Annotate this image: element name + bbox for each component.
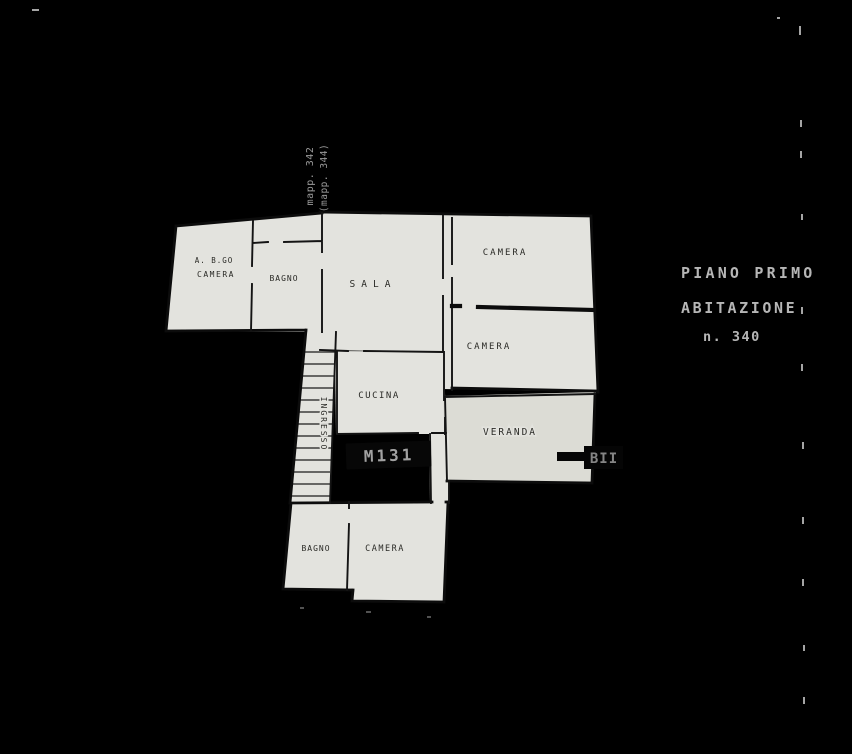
scan-tick xyxy=(802,442,804,449)
stamp-right-background xyxy=(584,446,623,469)
scan-tick xyxy=(800,151,802,158)
room-label-camera-east: CAMERA xyxy=(467,342,512,352)
room-label-bagno-south: BAGNO xyxy=(301,544,330,553)
scan-tick xyxy=(799,26,801,35)
scan-tick xyxy=(803,697,805,704)
floor-plan-fills xyxy=(166,212,598,602)
title-parcel-number: n. 340 xyxy=(703,329,761,345)
scan-speck xyxy=(300,607,304,609)
room-label-veranda: VERANDA xyxy=(483,427,537,438)
room-label-camera-nw-line2: CAMERA xyxy=(197,270,235,279)
title-use: ABITAZIONE xyxy=(681,299,797,317)
map-ref-bottom: (mapp. 344) xyxy=(319,144,330,212)
room-label-camera-nw-line1: A. B.GO xyxy=(195,256,234,265)
room-label-cucina: CUCINA xyxy=(358,391,400,401)
scan-tick xyxy=(801,307,803,314)
scan-tick xyxy=(801,364,803,371)
room-main-block-floor xyxy=(320,212,598,392)
scan-tick xyxy=(802,517,804,524)
outer-walls xyxy=(164,210,600,604)
stamps: M131 BII xyxy=(345,440,623,470)
floor-plan-walls xyxy=(164,210,600,604)
inner-walls xyxy=(250,212,596,591)
room-label-camera-south: CAMERA xyxy=(365,544,405,554)
room-south-block-floor xyxy=(283,502,448,602)
scan-speck xyxy=(777,17,780,19)
scan-tick xyxy=(802,579,804,586)
scan-tick xyxy=(800,120,802,127)
scan-speck xyxy=(366,611,371,613)
room-labels: A. B.GO CAMERA BAGNO SALA CAMERA CAMERA … xyxy=(193,247,537,556)
map-reference-labels: mapp. 342 (mapp. 344) xyxy=(305,144,330,212)
stamp-main-text: M131 xyxy=(363,445,414,466)
stamp-right-smear xyxy=(557,452,585,461)
scan-artifacts xyxy=(32,9,805,704)
stamp-main: M131 xyxy=(345,440,432,470)
room-cucina-floor xyxy=(335,351,446,434)
title-floor: PIANO PRIMO xyxy=(681,264,816,282)
stamp-right-text: BII xyxy=(590,451,618,467)
room-label-sala: SALA xyxy=(350,279,397,290)
stamp-main-background xyxy=(345,440,432,470)
stair-treads xyxy=(292,351,335,497)
room-label-ingresso: INGRESSO xyxy=(319,397,328,452)
room-label-camera-ne: CAMERA xyxy=(483,248,528,258)
scan-speck xyxy=(32,9,39,11)
scan-tick xyxy=(801,214,803,220)
room-label-bagno-north: BAGNO xyxy=(269,274,298,283)
stamp-right: BII xyxy=(557,446,623,469)
title-block: PIANO PRIMO ABITAZIONE n. 340 xyxy=(681,264,816,345)
scan-tick xyxy=(803,645,805,651)
room-camera-nw-floor xyxy=(166,213,322,332)
bearing-wall-between-bedrooms xyxy=(449,303,597,313)
corridor-connector-floor xyxy=(429,433,449,503)
scan-speck xyxy=(427,616,431,618)
map-ref-top: mapp. 342 xyxy=(305,147,316,206)
